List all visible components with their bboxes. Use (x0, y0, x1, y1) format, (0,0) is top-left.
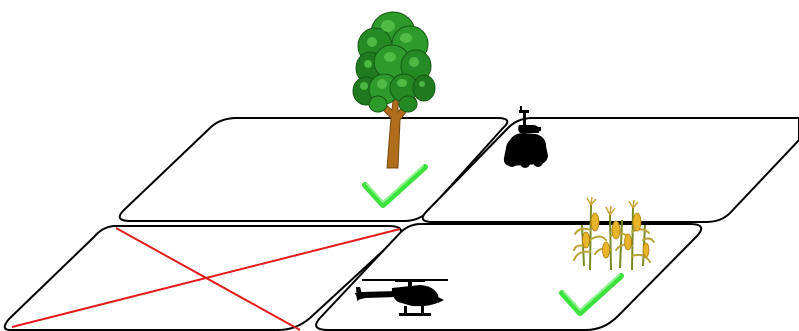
check-icon-front-right (559, 273, 624, 316)
corn-crops-icon (573, 196, 655, 271)
cross-line-b (11, 228, 401, 328)
robot-icon (503, 106, 548, 168)
corn-stalks (581, 204, 646, 271)
corn-cobs (582, 212, 650, 259)
tree-icon (352, 11, 436, 169)
tree-highlights (360, 20, 425, 90)
cross-mark (11, 227, 401, 331)
check-icon-back-left (362, 164, 428, 208)
tree-foliage (352, 11, 436, 113)
cross-line-a (115, 227, 301, 331)
tile-back-left[interactable] (118, 117, 509, 222)
corn-tassels (586, 196, 639, 216)
helicopter-icon (355, 279, 448, 316)
